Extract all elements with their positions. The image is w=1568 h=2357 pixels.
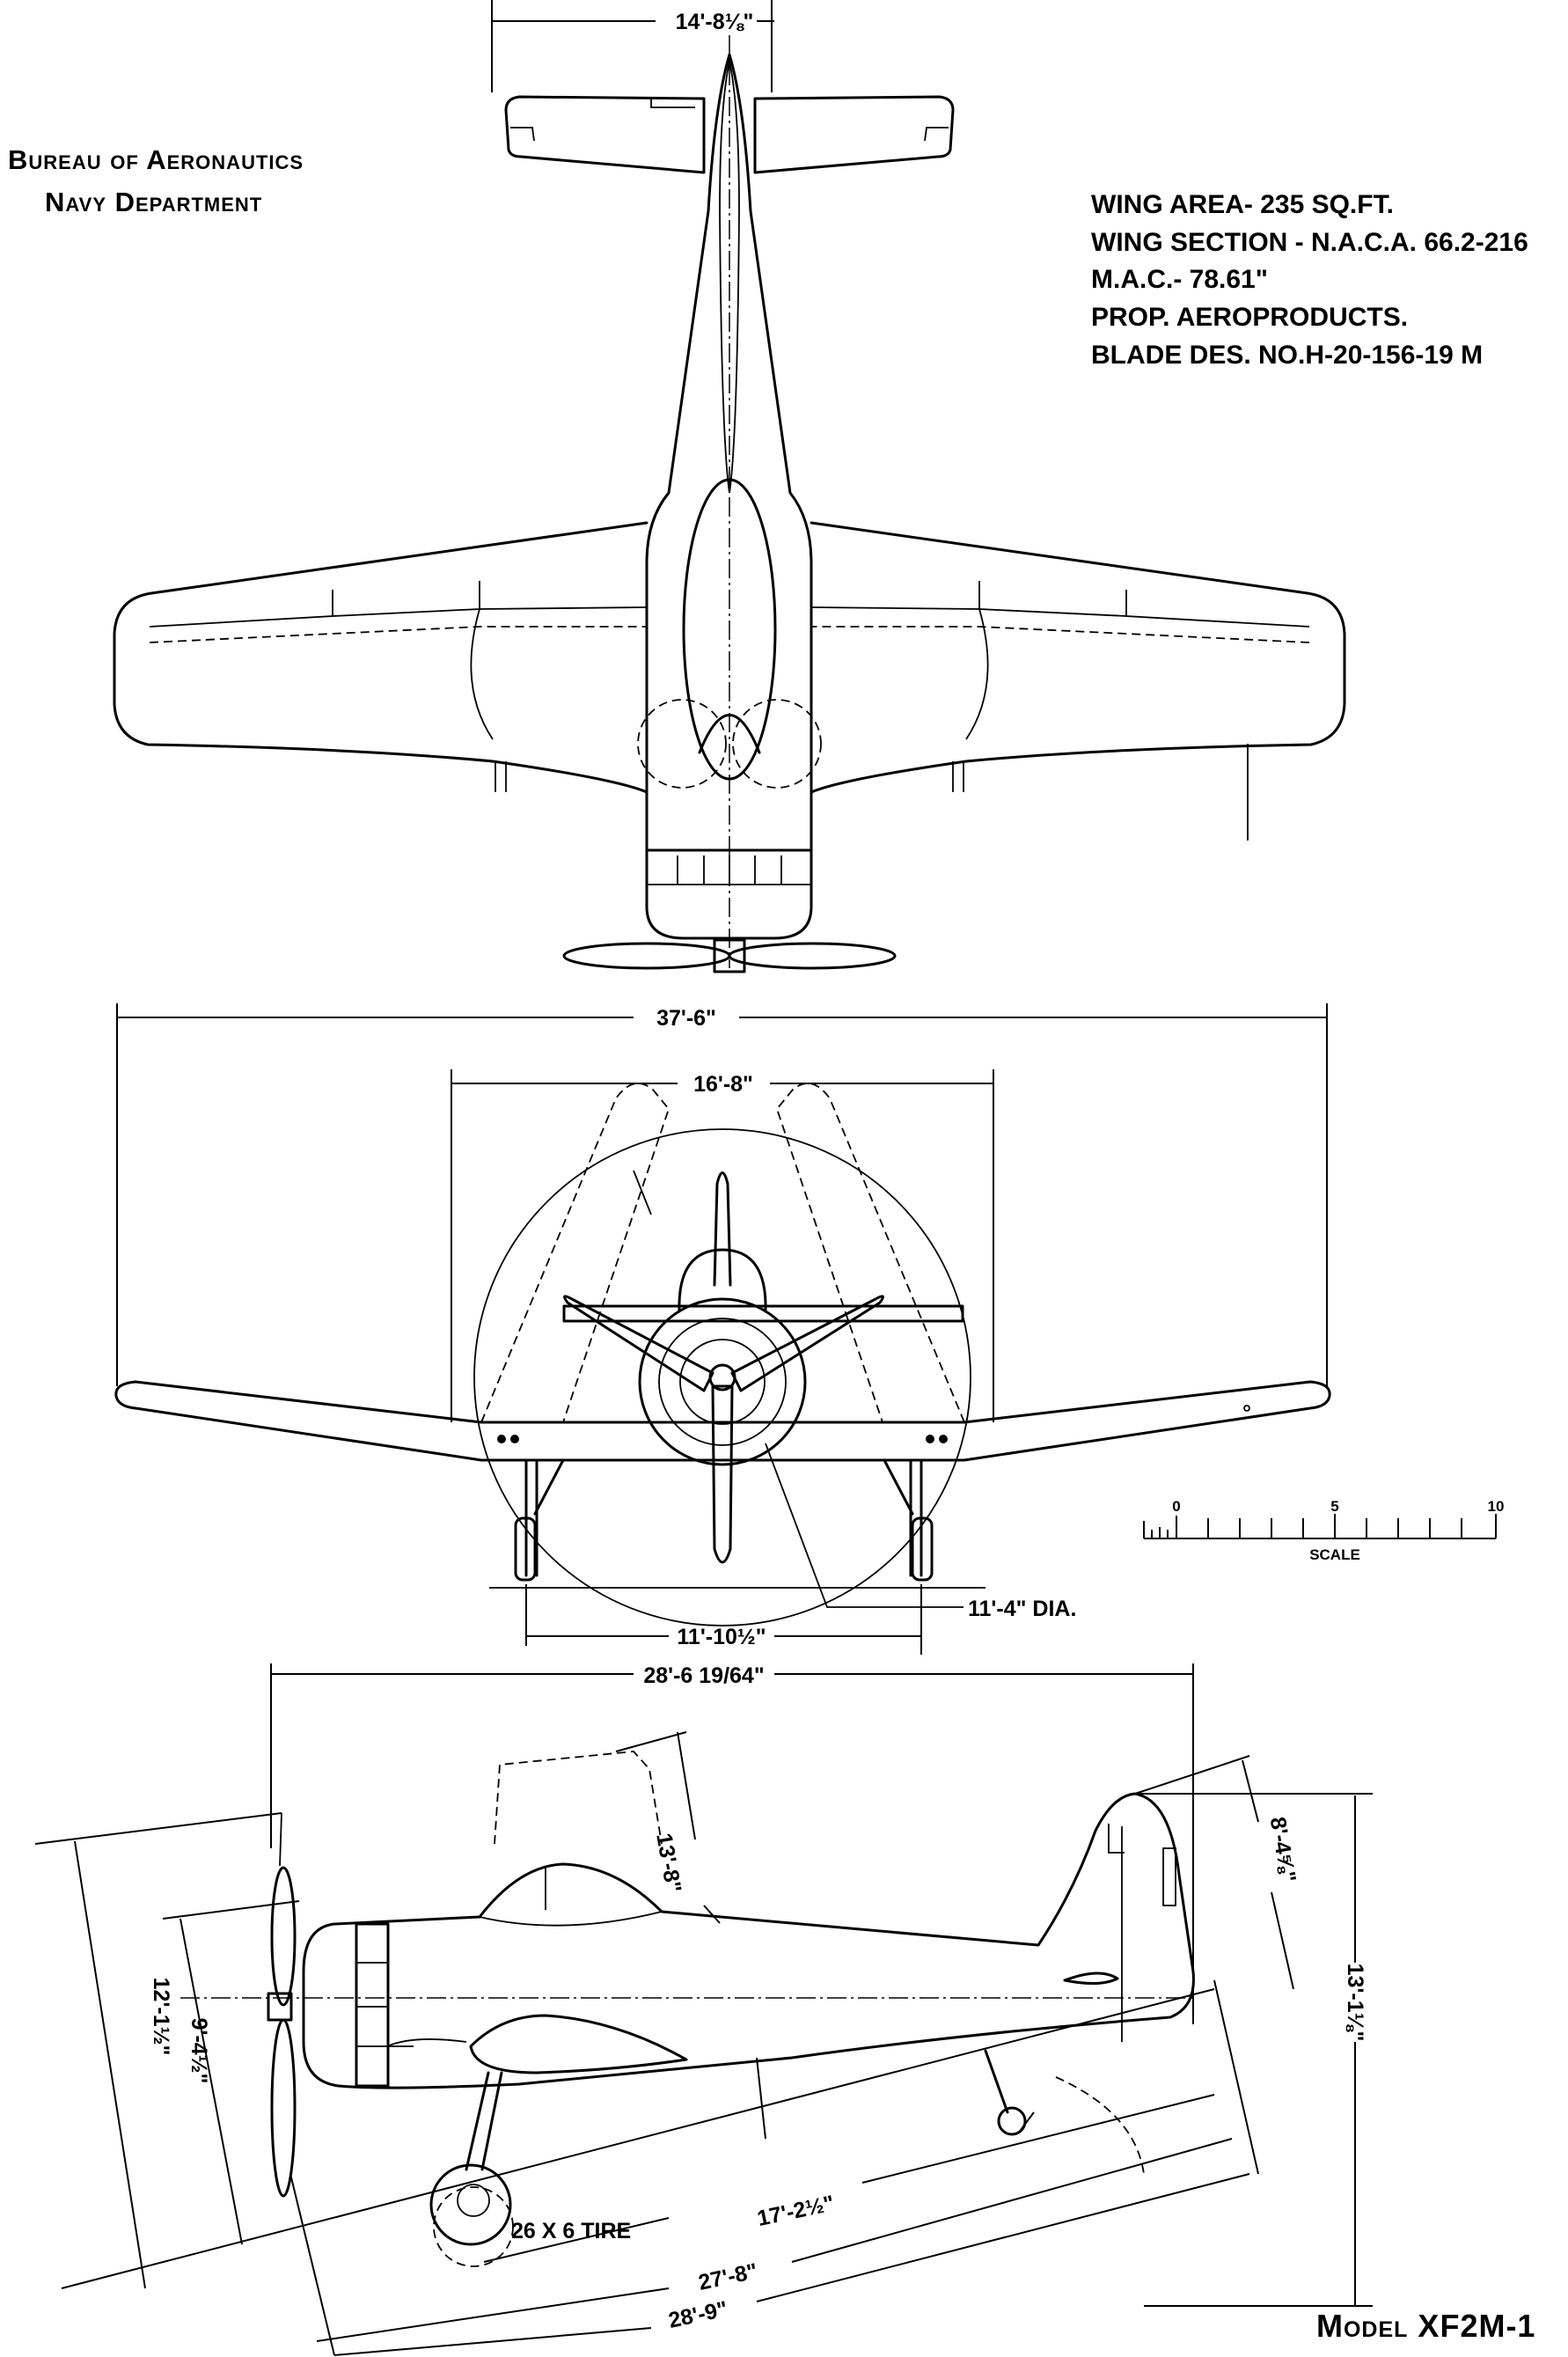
stabilizer-side: [1063, 1972, 1119, 1985]
prop-dia-leader: [633, 1170, 964, 1608]
rudder-tab: [1162, 1847, 1176, 1906]
cowl-flap-lines: [356, 1962, 388, 2047]
cowl-inner: [679, 1339, 766, 1425]
scale-label-5: 5: [1330, 1498, 1338, 1515]
spec-prop: PROP. AEROPRODUCTS.: [1091, 303, 1408, 332]
dim-prop-tip: [34, 1812, 1215, 2289]
model-label: Model XF2M-1: [1316, 2308, 1535, 2344]
wheel-well-left: [637, 699, 727, 789]
spec-wing-section: WING SECTION - N.A.C.A. 66.2-216: [1091, 228, 1528, 257]
canopy-front: [678, 1248, 767, 1313]
prop-blade: [563, 1295, 714, 1392]
scale-bar: 0 5 10 SCALE: [1143, 1498, 1505, 1563]
prop-blade-right: [728, 942, 897, 970]
prop-disc: [473, 1128, 971, 1626]
spinner: [708, 1363, 736, 1391]
cowl-ring: [658, 1318, 787, 1446]
dim-fin: [1134, 1755, 1294, 1990]
dim-prop-to-tail-wheel: 27'-8": [696, 2258, 759, 2295]
dim-folded-height: 13'-8": [651, 1832, 685, 1895]
dim-tread: 11'-10½": [677, 1625, 766, 1649]
elevator-tabs: [510, 97, 949, 142]
wing-front: [114, 1380, 1331, 1462]
fuselage-side: [302, 1792, 1195, 2089]
folded-wing-side: [494, 1751, 663, 1845]
tail-swing-arc: [1055, 2076, 1145, 2175]
prop-blade-left: [562, 942, 731, 970]
main-gear-strut: [465, 2071, 503, 2171]
tail-wheel: [997, 2106, 1027, 2136]
prop-blade: [711, 1384, 734, 1564]
prop-blade-lower: [270, 2018, 297, 2198]
dim-overall-height: 13'-1⅛": [1343, 1964, 1367, 2042]
dim-fin-height: 8'-4⅝": [1265, 1815, 1301, 1884]
dim-wheel-to-tail: 17'-2½": [755, 2191, 837, 2231]
aileron-flap-left: [149, 581, 648, 628]
prop-blade-upper: [270, 1866, 297, 2007]
header-line1: Bureau of Aeronautics: [8, 144, 304, 175]
tail-wheel-strut: [984, 2049, 1009, 2114]
spec-blade: BLADE DES. NO.H-20-156-19 M: [1091, 341, 1483, 370]
prop-hub: [713, 938, 746, 973]
aileron-flap-right: [810, 581, 1310, 628]
wheel-left: [514, 1516, 537, 1582]
wheel-right: [911, 1516, 934, 1582]
wing-side: [469, 2014, 688, 2074]
gun-ports: [495, 761, 964, 792]
specs-block: WING AREA- 235 SQ.FT. WING SECTION - N.A…: [1091, 190, 1528, 370]
dim-ext: [756, 2057, 1035, 2140]
side-view: 28'-6 19/64" 12'-1½" 9'-4½": [34, 1663, 1373, 2356]
dim-thrust-height: 9'-4½": [187, 2018, 211, 2084]
flap-lines: [149, 626, 1310, 643]
stabilizer-front: [562, 1304, 964, 1323]
dim-wing-span: 37'-6": [656, 1006, 716, 1031]
scale-label-0: 0: [1172, 1498, 1180, 1515]
wing-left: [113, 521, 648, 794]
dim-line-28: [289, 1979, 1259, 2356]
rudder-hinge: [1108, 1824, 1125, 2042]
stabilizer-left: [504, 95, 706, 174]
wheel-compressed: [433, 2186, 514, 2267]
front-view: 37'-6" 16'-8": [114, 1003, 1331, 1655]
scale-title: SCALE: [1309, 1546, 1360, 1563]
stabilizer-right: [753, 95, 955, 174]
cowling-band: [355, 1922, 390, 2088]
cowling-front: [638, 1297, 807, 1466]
gun-side: [386, 2038, 467, 2047]
spec-wing-area: WING AREA- 235 SQ.FT.: [1091, 190, 1394, 219]
wheel-well-right: [732, 699, 822, 789]
dim-thrust: [162, 1900, 300, 2245]
main-wheel: [429, 2163, 512, 2246]
dim-line-wheel-tail: [483, 2094, 1215, 2263]
scale-label-10: 10: [1488, 1498, 1505, 1515]
wing-fold-bulge: [470, 608, 989, 740]
dim-tail-span: 14'-8⅛": [676, 10, 754, 34]
spec-mac: M.A.C.- 78.61": [1091, 265, 1268, 294]
folded-wing-right: [775, 1083, 965, 1423]
prop-blade: [730, 1295, 884, 1392]
dim-prop-tip-height: 12'-1½": [149, 1978, 173, 2056]
cowl-flaps: [647, 855, 811, 885]
top-view: 14'-8⅛": [113, 0, 1346, 973]
dim-length: 28'-6 19/64": [643, 1663, 764, 1688]
dim-prop-diameter: 11'-4" DIA.: [968, 1597, 1076, 1621]
dim-height: [1135, 1793, 1373, 2307]
fin-front: [713, 1171, 732, 1287]
dim-folded: [615, 1731, 721, 1924]
header-line2: Navy Department: [45, 187, 262, 217]
canopy-side: [479, 1866, 663, 1927]
dim-line-27: [316, 2138, 1233, 2342]
cowling-top: [645, 848, 813, 940]
dim-overall-ground: 28'-9": [666, 2296, 729, 2332]
spinner-side: [267, 1992, 293, 2022]
folded-wing-left: [480, 1083, 670, 1423]
dim-folded-span: 16'-8": [693, 1072, 753, 1097]
wing-right: [810, 521, 1346, 794]
